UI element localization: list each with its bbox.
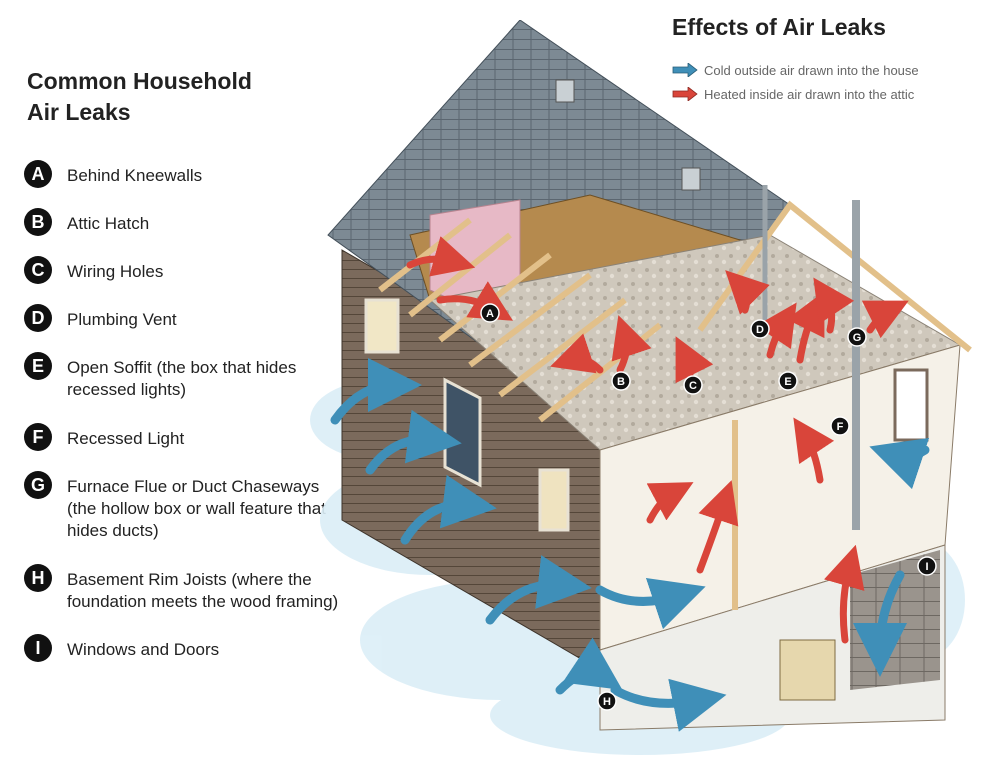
- legend-cold-row: Cold outside air drawn into the house: [672, 58, 919, 82]
- letter-badge-i: I: [24, 634, 52, 662]
- callout-h-label: H: [603, 696, 611, 708]
- roof-vent-1: [555, 79, 575, 103]
- hot-arrow-icon: [672, 87, 698, 101]
- leak-label-h-line-2: foundation meets the wood framing): [67, 592, 339, 611]
- letter-badge-c: C: [24, 256, 52, 284]
- upper-room-window: [893, 368, 929, 442]
- cold-air-arrows: [330, 358, 930, 732]
- leak-label-a: Behind Kneewalls: [67, 166, 203, 185]
- leak-item-f: F Recessed Light: [24, 423, 352, 451]
- leak-label-i: Windows and Doors: [67, 640, 220, 659]
- leak-label-f: Recessed Light: [67, 429, 185, 448]
- letter-badge-a: A: [24, 160, 52, 188]
- callout-i-label: I: [925, 561, 928, 573]
- letter-badge-f: F: [24, 423, 52, 451]
- letter-badge-h: H: [24, 564, 52, 592]
- effects-legend: Cold outside air drawn into the house He…: [672, 58, 919, 106]
- leak-label-g-line-3: hides ducts): [67, 521, 159, 540]
- leak-label-g: Furnace Flue or Duct Chaseways (the holl…: [67, 476, 352, 542]
- leak-label-e: Open Soffit (the box that hides recessed…: [67, 357, 352, 401]
- callout-d-label: D: [756, 324, 764, 336]
- callout-e-label: E: [784, 376, 791, 388]
- furnace: [779, 639, 836, 701]
- legend-cold-label: Cold outside air drawn into the house: [704, 62, 919, 78]
- leak-item-h: H Basement Rim Joists (where the foundat…: [24, 564, 352, 613]
- letter-badge-g: G: [24, 471, 52, 499]
- callout-e: E: [778, 371, 798, 391]
- callout-f-label: F: [837, 421, 844, 433]
- leak-label-d: Plumbing Vent: [67, 310, 177, 329]
- callout-b: B: [611, 371, 631, 391]
- callout-d: D: [750, 319, 770, 339]
- callout-g-label: G: [853, 332, 862, 344]
- roof-vent-2: [681, 167, 701, 191]
- leak-item-d: D Plumbing Vent: [24, 304, 352, 332]
- callout-a: A: [480, 303, 500, 323]
- leak-item-g: G Furnace Flue or Duct Chaseways (the ho…: [24, 471, 352, 542]
- side-window-upper: [364, 298, 400, 354]
- leak-label-h-line-1: Basement Rim Joists (where the: [67, 570, 312, 589]
- letter-badge-d: D: [24, 304, 52, 332]
- leak-label-h: Basement Rim Joists (where the foundatio…: [67, 569, 352, 613]
- house-cutaway-illustration: A B C D E F G H I: [310, 20, 972, 755]
- leak-label-g-line-2: (the hollow box or wall feature that: [67, 499, 326, 518]
- leak-label-e-line-1: Open Soffit (the box that hides: [67, 358, 297, 377]
- callout-f: F: [830, 416, 850, 436]
- callout-i: I: [917, 556, 937, 576]
- letter-badge-b: B: [24, 208, 52, 236]
- callout-a-label: A: [486, 308, 494, 320]
- callout-b-label: B: [617, 376, 625, 388]
- leak-item-i: I Windows and Doors: [24, 634, 352, 662]
- letter-badge-e: E: [24, 352, 52, 380]
- effects-title: Effects of Air Leaks: [672, 14, 886, 40]
- leak-item-a: A Behind Kneewalls: [24, 160, 352, 188]
- side-door: [443, 377, 482, 488]
- side-window-lower: [538, 468, 570, 532]
- callout-h: H: [597, 691, 617, 711]
- leak-label-b: Attic Hatch: [67, 214, 150, 233]
- callout-c-label: C: [689, 380, 697, 392]
- leak-label-g-line-1: Furnace Flue or Duct Chaseways: [67, 477, 320, 496]
- leak-item-c: C Wiring Holes: [24, 256, 352, 284]
- diagram-title: Common Household Air Leaks: [27, 66, 327, 128]
- callout-g: G: [847, 327, 867, 347]
- leak-item-e: E Open Soffit (the box that hides recess…: [24, 352, 352, 401]
- legend-hot-row: Heated inside air drawn into the attic: [672, 82, 919, 106]
- cold-arrow-icon: [672, 63, 698, 77]
- legend-hot-label: Heated inside air drawn into the attic: [704, 86, 915, 102]
- callout-c: C: [683, 375, 703, 395]
- leak-label-c: Wiring Holes: [67, 262, 164, 281]
- leak-label-e-line-2: recessed lights): [67, 380, 187, 399]
- leak-item-b: B Attic Hatch: [24, 208, 352, 236]
- title-line-1: Common Household: [27, 68, 252, 94]
- title-line-2: Air Leaks: [27, 99, 131, 125]
